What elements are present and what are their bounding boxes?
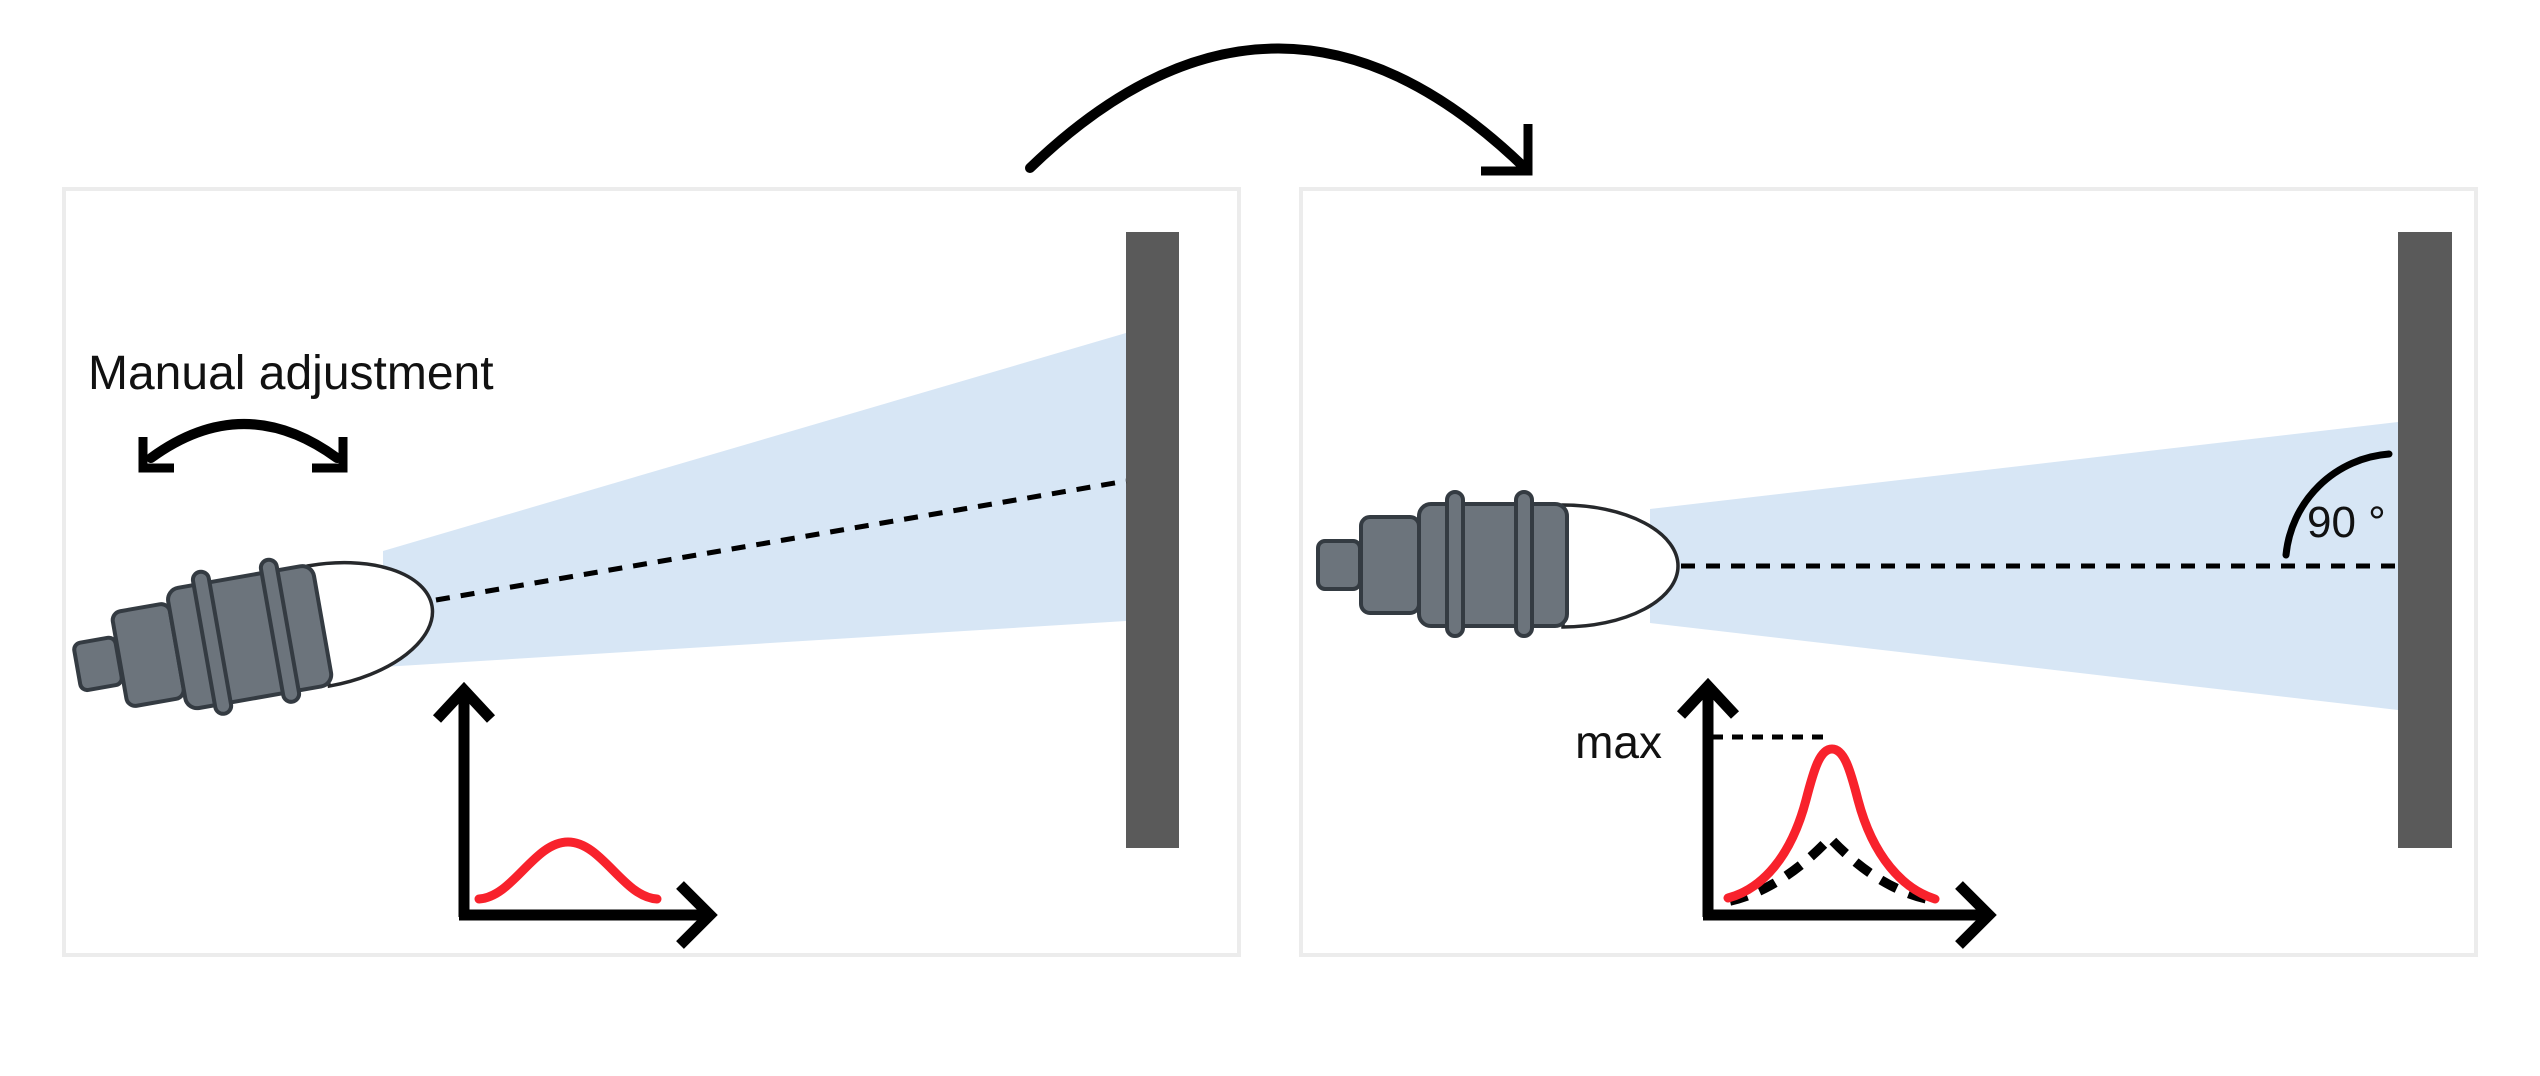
sensor-cable-stub — [1316, 539, 1362, 591]
signal-curve-previous-dashed — [1728, 831, 1933, 906]
rocking-arrow — [138, 419, 348, 473]
signal-curve-max — [1723, 744, 1940, 904]
sensor-dome — [306, 560, 435, 689]
y-axis-arrowhead-icon — [1676, 677, 1740, 719]
sensor-nut — [1445, 490, 1465, 638]
right-beam — [1650, 422, 2398, 710]
sensor-left — [72, 557, 435, 716]
left-sensing-axis-dashed-line — [435, 478, 1127, 603]
manual-adjustment-label: Manual adjustment — [88, 347, 494, 400]
transition-arrow — [1025, 43, 1533, 176]
sensor-body — [1417, 502, 1569, 628]
x-axis-arrowhead-icon — [1955, 881, 1997, 949]
rocking-arc — [146, 419, 342, 463]
sensor-nut — [190, 569, 234, 716]
right-panel: 90 ° max — [1299, 187, 2478, 957]
angle-arc — [2282, 450, 2393, 559]
left-wall — [1126, 232, 1179, 848]
max-label: max — [1575, 716, 1662, 768]
rocking-arrowhead-left-icon — [138, 437, 174, 473]
sensor-collar — [1359, 515, 1421, 615]
sensor-body — [166, 564, 334, 711]
sensor-nut — [1514, 490, 1534, 638]
transition-arc — [1025, 43, 1532, 175]
y-axis-arrowhead-icon — [432, 681, 496, 723]
transition-arrowhead-icon — [1481, 124, 1533, 176]
x-axis-arrowhead-icon — [676, 881, 718, 949]
signal-curve-weak — [474, 837, 662, 904]
left-beam — [383, 333, 1126, 667]
left-panel: Manual adjustment — [62, 187, 1241, 957]
angle-label: 90 ° — [2307, 498, 2386, 547]
right-wall — [2398, 232, 2452, 848]
sensor-dome — [1561, 503, 1680, 629]
sensor-nut — [258, 557, 302, 704]
signal-plot-left — [432, 681, 718, 949]
rocking-arrowhead-right-icon — [312, 437, 348, 473]
sensor-right — [1316, 490, 1680, 638]
signal-plot-right: max — [1575, 677, 1997, 949]
